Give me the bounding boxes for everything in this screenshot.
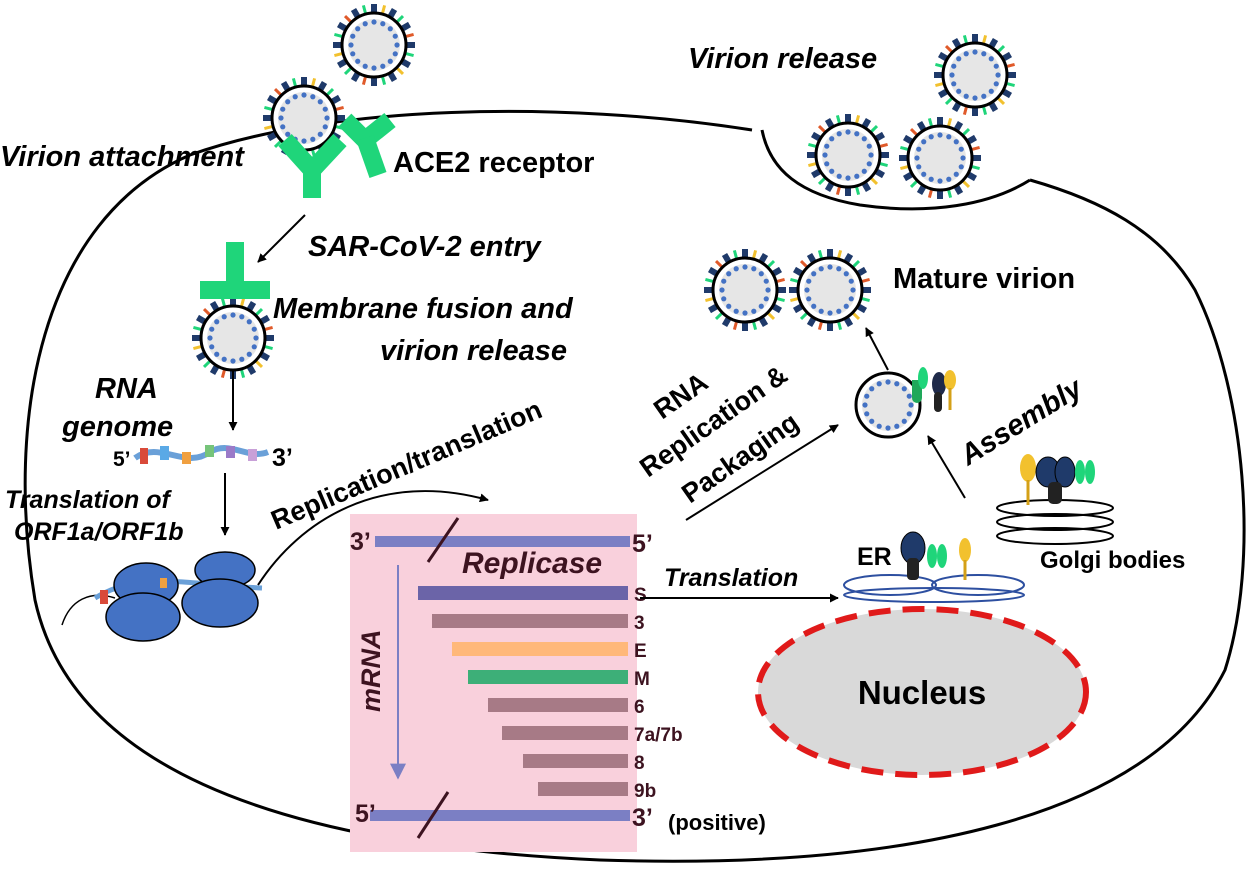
gene-bar-S	[418, 586, 628, 600]
gene-bar-9b	[538, 782, 628, 796]
translation-of-label-2: ORF1a/ORF1b	[14, 518, 183, 546]
ace2-receptor-left	[278, 133, 347, 198]
virion-particle	[704, 249, 786, 331]
virion-particle	[934, 34, 1016, 116]
translation-label: Translation	[664, 564, 798, 592]
rna-genome-label-2: genome	[61, 411, 173, 443]
virion-particle	[854, 371, 922, 439]
assembly-proteins	[912, 367, 956, 412]
replication-curve-arrow	[257, 490, 489, 586]
ace2-receptor-label: ACE2 receptor	[393, 147, 594, 179]
rna-genome-helix	[133, 445, 270, 464]
assembly-label: Assembly	[954, 371, 1090, 472]
gene-bar-M	[468, 670, 628, 684]
replicase-label: Replicase	[462, 547, 602, 580]
endoplasmic-reticulum	[843, 531, 1025, 603]
membrane-fusion-label-2: virion release	[380, 335, 567, 367]
virion-particle	[899, 117, 981, 199]
translation-of-label-1: Translation of	[5, 486, 173, 514]
mature-virion-label: Mature virion	[893, 263, 1075, 295]
gene-bar-7a-7b	[502, 726, 628, 740]
virion-particle	[789, 249, 871, 331]
mrna-label: mRNA	[356, 629, 386, 712]
box-bottom-right-label: 3’	[632, 804, 653, 832]
strand-bottom-bar	[370, 810, 630, 821]
box-top-left-label: 3’	[350, 528, 371, 556]
virion-particle	[192, 297, 274, 379]
assembly-arrow	[927, 435, 966, 499]
entry-arrow	[257, 214, 306, 263]
gene-label-E: E	[634, 641, 647, 662]
gene-label-7a-7b: 7a/7b	[634, 725, 683, 746]
gene-label-3: 3	[634, 613, 645, 634]
box-bottom-left-label: 5’	[355, 800, 376, 828]
gene-label-6: 6	[634, 697, 645, 718]
nucleus	[755, 606, 1089, 778]
golgi-bodies	[996, 454, 1114, 545]
strand-top-bar	[375, 536, 630, 547]
genome-3prime-label: 3’	[272, 444, 293, 472]
packaging-arrow	[685, 424, 839, 521]
nucleus-label: Nucleus	[858, 674, 986, 711]
golgi-label: Golgi bodies	[1040, 547, 1185, 574]
strand-break-top	[426, 517, 460, 563]
gene-bar-8	[523, 754, 628, 768]
golgi-to-assembly-line	[965, 498, 1000, 500]
gene-label-S: S	[634, 585, 647, 606]
gene-bar-6	[488, 698, 628, 712]
ace2-receptor-right	[338, 112, 396, 178]
gene-label-9b: 9b	[634, 781, 656, 802]
membrane-fusion-label-1: Membrane fusion and	[273, 293, 574, 325]
gene-label-M: M	[634, 669, 650, 690]
ace2-receptor-bound	[200, 242, 270, 299]
sarcov2-entry-label: SAR-CoV-2 entry	[308, 231, 542, 263]
virion-particle	[807, 114, 889, 196]
gene-bar-E	[452, 642, 628, 656]
gene-bars: S 3EM 6 7a/7b 8 9b	[370, 536, 683, 821]
positive-label: (positive)	[668, 810, 766, 835]
strand-break-bottom	[416, 791, 450, 839]
gene-label-8: 8	[634, 753, 645, 774]
virion-particle	[333, 4, 415, 86]
er-label: ER	[857, 543, 892, 571]
gene-bar-3	[432, 614, 628, 628]
virion-attachment-label: Virion attachment	[0, 141, 245, 173]
ribosome-complex	[61, 551, 263, 642]
maturation-arrow	[865, 327, 889, 371]
rna-genome-label-1: RNA	[95, 373, 158, 405]
genome-5prime-label: 5’	[113, 448, 131, 471]
box-top-right-label: 5’	[632, 530, 653, 558]
virion-release-label: Virion release	[688, 43, 877, 75]
virion-particles	[192, 4, 1016, 439]
